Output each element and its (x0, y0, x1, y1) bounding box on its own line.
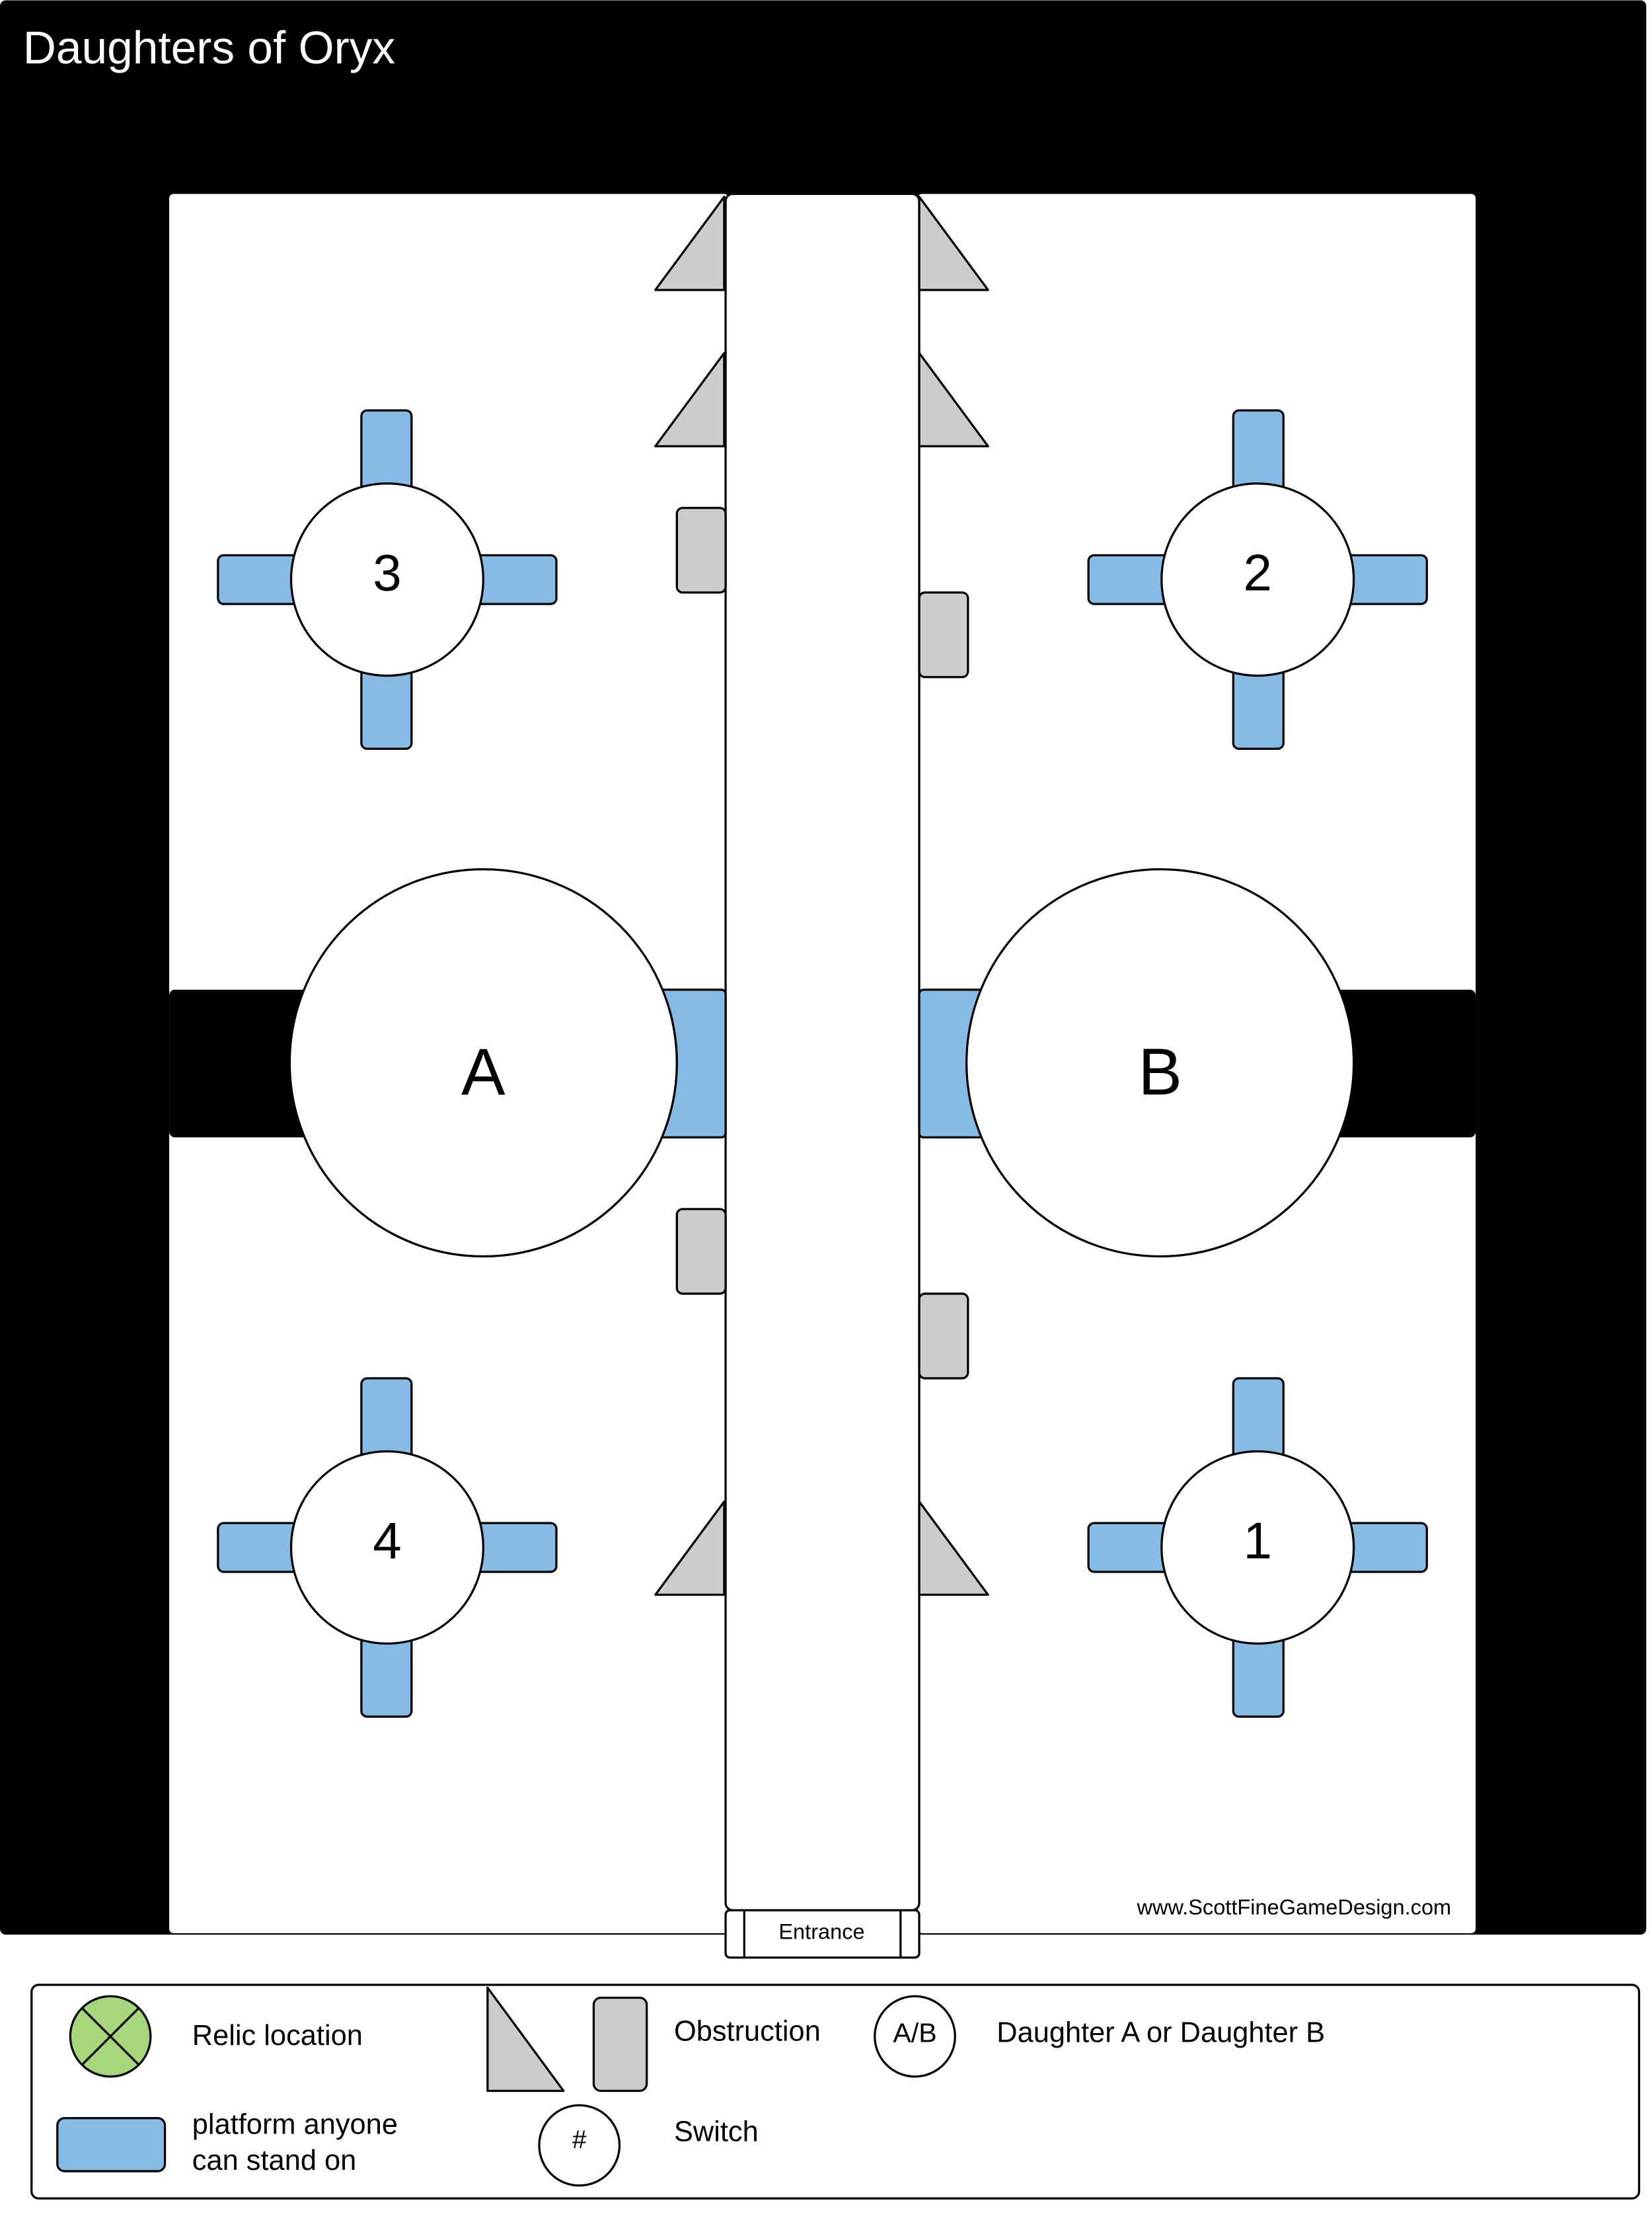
platform (1342, 1522, 1428, 1573)
platform (472, 554, 558, 605)
platform (472, 1522, 558, 1573)
daughter-b: B (965, 868, 1355, 1258)
legend-box (30, 1984, 1641, 2200)
switch-3: 3 (217, 409, 558, 750)
obstruction-triangle (654, 1500, 726, 1596)
obstruction-block (918, 1292, 969, 1380)
daughter-b-label: B (1138, 1036, 1182, 1109)
legend-platform-label-line2: can stand on (192, 2145, 356, 2176)
legend-daughter-label: Daughter A or Daughter B (996, 2017, 1325, 2049)
platform (360, 664, 413, 750)
obstruction-triangle (918, 352, 989, 448)
legend: Relic location Obstruction A/B Daughter … (30, 1984, 1641, 2200)
platform (360, 409, 413, 495)
switch-2: 2 (1087, 409, 1428, 750)
entrance: Entrance (724, 1909, 920, 1959)
platform (1232, 664, 1285, 750)
platform-icon (56, 2117, 167, 2172)
relic-icon (69, 1995, 152, 2078)
legend-switch-label: Switch (674, 2116, 759, 2147)
obstruction-triangle (654, 196, 726, 291)
legend-relic-label: Relic location (192, 2020, 363, 2052)
switch-1: 1 (1087, 1377, 1428, 1718)
obstruction-block-icon (592, 1996, 648, 2093)
platform (217, 1522, 303, 1573)
platform (1342, 554, 1428, 605)
switch-3-label: 3 (373, 544, 401, 602)
obstruction-triangle (654, 352, 726, 448)
obstruction-block (675, 507, 727, 594)
legend-obstruction-label: Obstruction (674, 2016, 821, 2048)
obstruction-block (675, 1208, 727, 1295)
legend-switch-symbol: # (572, 2126, 587, 2154)
platform (1232, 1632, 1285, 1718)
platform (1232, 409, 1285, 495)
central-corridor (724, 192, 920, 1911)
platform (360, 1632, 413, 1718)
platform (1087, 1522, 1173, 1573)
switch-1-label: 1 (1243, 1511, 1271, 1569)
daughter-icon (874, 1995, 956, 2078)
obstruction-triangle-icon (486, 1986, 565, 2093)
legend-platform-label-line1: platform anyone (192, 2109, 398, 2141)
entrance-label: Entrance (778, 1919, 864, 1943)
switch-4-label: 4 (373, 1511, 401, 1569)
switch-4: 4 (217, 1377, 558, 1718)
switch-2-label: 2 (1243, 544, 1271, 602)
daughter-a-label: A (461, 1036, 506, 1109)
legend-daughter-symbol: A/B (893, 2018, 936, 2048)
switch-icon (538, 2104, 621, 2187)
obstruction-block (918, 591, 969, 679)
obstruction-triangle (918, 1500, 989, 1596)
platform (217, 554, 303, 605)
map-title: Daughters of Oryx (23, 22, 395, 73)
obstruction-triangle (918, 196, 989, 291)
watermark: www.ScottFineGameDesign.com (1136, 1896, 1451, 1919)
platform (1087, 554, 1173, 605)
platform (1232, 1377, 1285, 1463)
daughter-a: A (288, 868, 678, 1258)
platform (360, 1377, 413, 1463)
